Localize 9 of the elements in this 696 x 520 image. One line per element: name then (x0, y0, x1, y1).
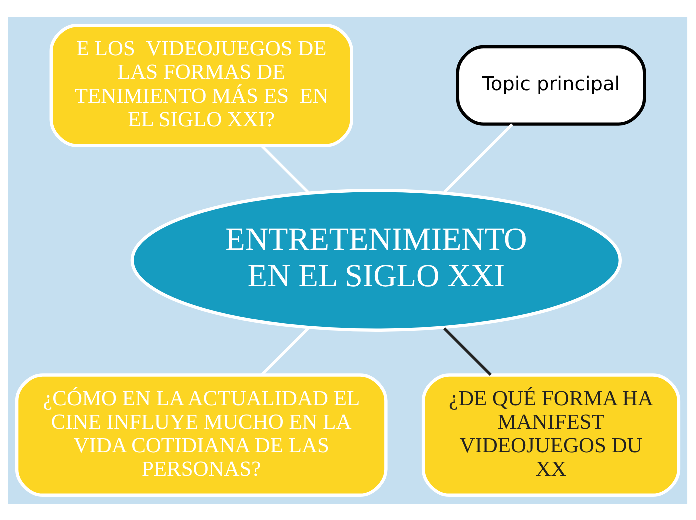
node-ellipse: ENTRETENIMIENTO EN EL SIGLO XXI (130, 188, 622, 332)
node-box: E LOS VIDEOJUEGOS DE LAS FORMAS DE TENIMIENTO MÁS ES EN EL SIGLO XXI? (50, 23, 354, 147)
node-box: Topic principal (456, 44, 646, 126)
connector (260, 144, 310, 193)
connector (444, 123, 514, 193)
connector (444, 327, 492, 376)
node-box: ¿DE QUÉ FORMA HA MANIFEST VIDEOJUEGOS DU XX (422, 373, 681, 497)
node-box: ¿CÓMO EN LA ACTUALIDAD EL CINE INFLUYE MUCHO EN LA VIDA COTIDIANA DE LAS PERSONAS? (15, 373, 388, 497)
connector (260, 327, 310, 376)
